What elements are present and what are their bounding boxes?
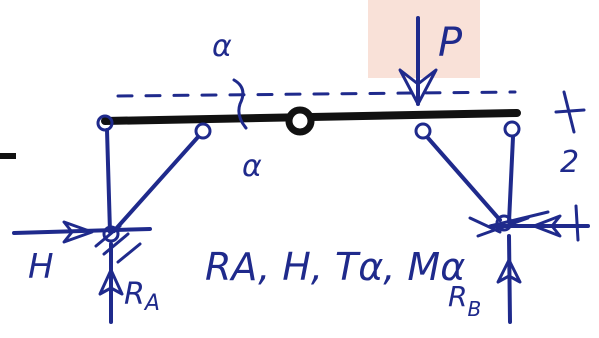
right-column: [507, 135, 515, 224]
right-strut: [426, 136, 502, 222]
load-arrowhead: [398, 68, 438, 106]
alpha-bottom-label: α: [242, 149, 262, 184]
reaction-a-label: RA: [124, 277, 160, 316]
dim-tick-top: [554, 90, 586, 134]
reaction-b-arrow: [507, 234, 512, 324]
thrust-tick-right: [574, 204, 580, 242]
thrust-arrow-left: [12, 227, 152, 235]
left-support-hinge: [102, 225, 120, 243]
center-hinge: [285, 106, 315, 136]
dimension-label: 2: [560, 145, 579, 180]
hinge-right-top: [503, 120, 521, 138]
unknowns-label: RA, H, Tα, Mα: [205, 245, 465, 289]
hinge-right-strut: [414, 122, 432, 140]
stray-mark: [0, 153, 16, 159]
reaction-b-arrowhead: [496, 258, 522, 284]
thrust-arrowhead-right: [532, 214, 562, 238]
hinge-left-strut: [194, 122, 212, 140]
thrust-arrowhead-left: [62, 220, 94, 244]
load-label: P: [438, 20, 463, 66]
left-strut: [112, 135, 200, 233]
reaction-a-arrowhead: [98, 268, 124, 296]
dashed-reference-line: [116, 90, 517, 98]
alpha-top-label: α: [212, 29, 232, 64]
alpha-arc: [232, 78, 248, 130]
load-highlight-patch: [368, 0, 480, 78]
left-column: [105, 128, 112, 234]
thrust-label: H: [28, 247, 54, 287]
reaction-b-label: RB: [448, 280, 481, 321]
